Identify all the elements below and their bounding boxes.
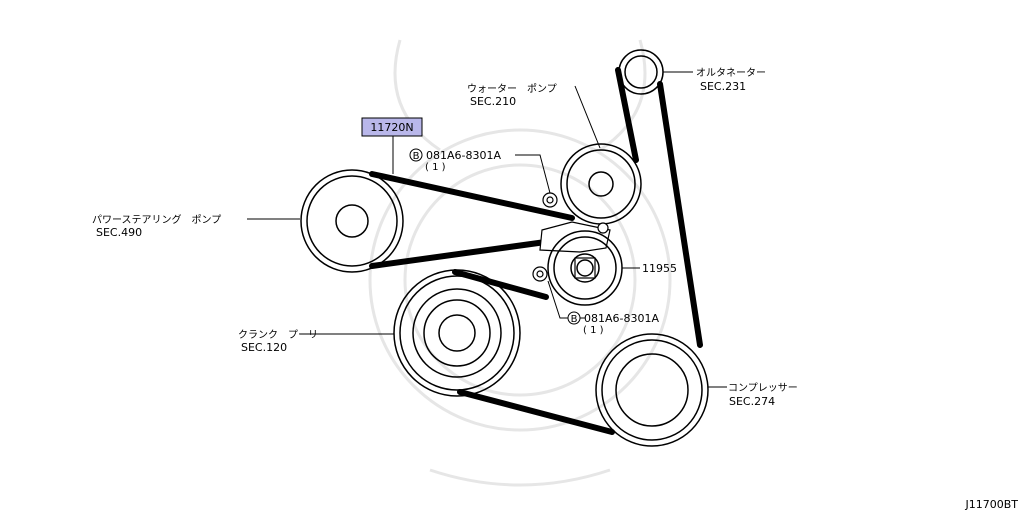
crank-pulley-name: クランク プーリー <box>238 329 328 341</box>
bolt-symbol-top: B <box>413 151 420 162</box>
water-pump-pulley[interactable] <box>560 143 642 225</box>
power-steering-name: パワーステアリング ポンプ <box>92 213 221 226</box>
power-steering-pulley[interactable] <box>300 169 404 273</box>
compressor-name: コンプレッサー <box>728 382 798 394</box>
bolt-top-label[interactable]: 081A6-8301A <box>426 149 501 162</box>
part-number-label[interactable]: 11720N <box>370 121 413 134</box>
part-number-box[interactable] <box>361 117 423 137</box>
bolt-bottom-qty: ( 1 ) <box>583 325 604 336</box>
bolt-bottom-label[interactable]: 081A6-8301A <box>584 312 659 325</box>
drive-belt <box>369 67 703 435</box>
tensioner-bracket <box>532 192 611 282</box>
power-steering-sec: SEC.490 <box>96 226 142 239</box>
crank-pulley[interactable] <box>393 269 521 397</box>
water-pump-sec: SEC.210 <box>470 95 516 108</box>
diagram-code: J11700BT <box>964 498 1018 511</box>
bolt-symbol-icon <box>409 148 423 162</box>
water-pump-name: ウォーター ポンプ <box>467 83 557 95</box>
compressor-pulley[interactable] <box>595 333 709 447</box>
bolt-symbol-icon <box>567 311 581 325</box>
alternator-sec: SEC.231 <box>700 80 746 93</box>
bolt-symbol-bottom: B <box>571 314 578 325</box>
alternator-name: オルタネーター <box>696 67 766 79</box>
crank-pulley-sec: SEC.120 <box>241 341 287 354</box>
bolt-top-qty: ( 1 ) <box>425 162 446 173</box>
tensioner-label[interactable]: 11955 <box>642 262 677 275</box>
tensioner-hub-icon <box>574 257 596 279</box>
leader-lines <box>247 71 727 388</box>
alternator-pulley[interactable] <box>618 49 664 95</box>
compressor-sec: SEC.274 <box>729 395 775 408</box>
watermark-emblem <box>368 39 672 487</box>
